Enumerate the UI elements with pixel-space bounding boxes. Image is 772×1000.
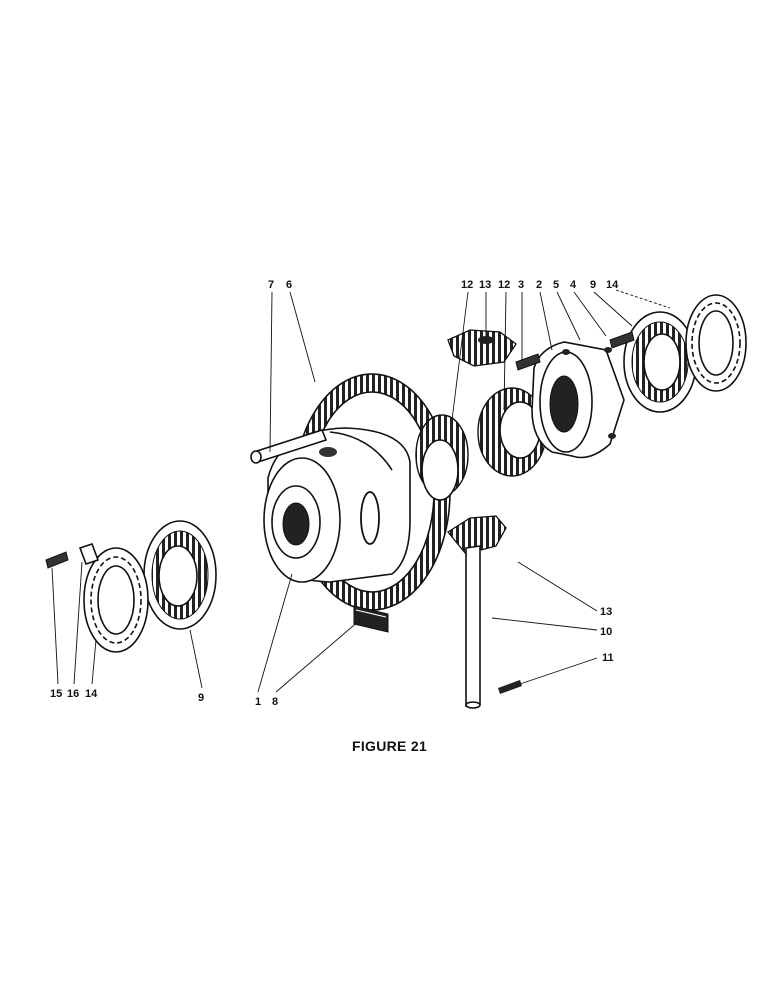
callout-14: 14 (85, 688, 98, 700)
callout-labels: 7 6 12 13 12 3 2 5 4 9 14 13 10 11 15 16… (50, 279, 619, 708)
callout-8: 8 (272, 696, 278, 708)
side-gear-left (415, 414, 469, 501)
pinion-shaft (465, 545, 481, 709)
lock-tab (78, 542, 100, 566)
lock-bolt (45, 551, 69, 569)
right-lock-bolt (609, 331, 635, 349)
leader-lines (51, 289, 671, 693)
callout-9: 9 (198, 692, 204, 704)
case-cover (531, 341, 625, 459)
callout-13: 13 (600, 606, 612, 618)
callout-6: 6 (286, 279, 292, 291)
callout-5: 5 (553, 279, 559, 291)
roll-pin (498, 680, 522, 694)
right-adjusting-ring (685, 294, 747, 392)
callout-3: 3 (518, 279, 524, 291)
callout-13: 13 (479, 279, 491, 291)
callout-12: 12 (498, 279, 510, 291)
callout-1: 1 (255, 696, 261, 708)
callout-14: 14 (606, 279, 619, 291)
cover-bolt (515, 353, 541, 371)
right-bearing (623, 311, 697, 413)
callout-15: 15 (50, 688, 62, 700)
figure-caption: FIGURE 21 (352, 738, 427, 754)
callout-2: 2 (536, 279, 542, 291)
left-adjusting-ring (83, 547, 149, 653)
pinion-top (447, 329, 517, 367)
lock-plate (353, 605, 389, 633)
callout-9: 9 (590, 279, 596, 291)
callout-12: 12 (461, 279, 473, 291)
left-bearing (143, 520, 217, 630)
callout-16: 16 (67, 688, 79, 700)
cross-pin (250, 429, 328, 464)
callout-4: 4 (570, 279, 577, 291)
callout-10: 10 (600, 626, 612, 638)
callout-11: 11 (602, 652, 614, 664)
callout-7: 7 (268, 279, 274, 291)
differential-case (263, 427, 411, 583)
